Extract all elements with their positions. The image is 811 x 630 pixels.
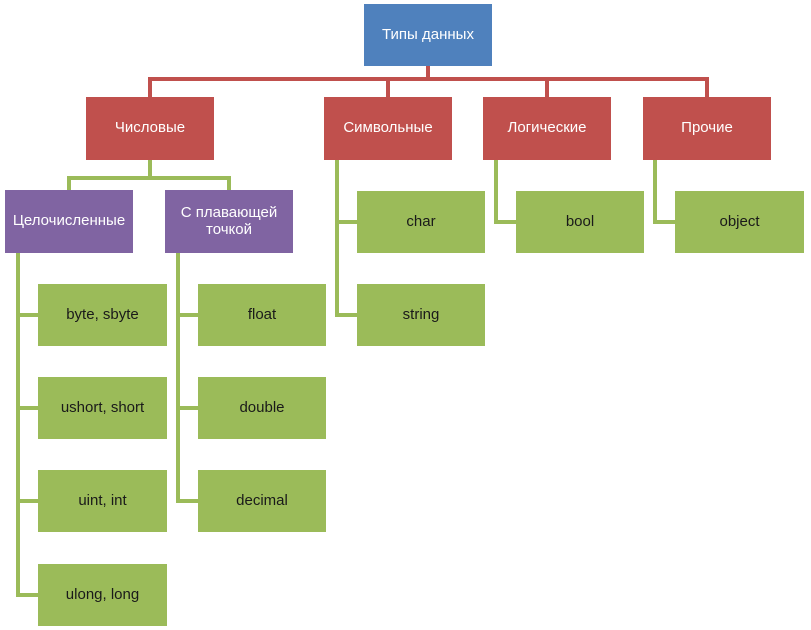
type-string: string	[357, 284, 485, 346]
subcategory-floating-point: С плавающей точкой	[165, 190, 293, 253]
type-double: double	[198, 377, 326, 439]
root-node: Типы данных	[364, 4, 492, 66]
connector-bool-spine	[494, 158, 518, 224]
type-decimal: decimal	[198, 470, 326, 532]
type-bool: bool	[516, 191, 644, 253]
type-object: object	[675, 191, 804, 253]
category-numeric: Числовые	[86, 97, 214, 160]
category-other: Прочие	[643, 97, 771, 160]
category-bool: Логические	[483, 97, 611, 160]
type-float: float	[198, 284, 326, 346]
type-uint-int: uint, int	[38, 470, 167, 532]
type-ushort-short: ushort, short	[38, 377, 167, 439]
type-char: char	[357, 191, 485, 253]
type-ulong-long: ulong, long	[38, 564, 167, 626]
subcategory-integer: Целочисленные	[5, 190, 133, 253]
connector-other-spine	[653, 158, 677, 224]
category-char: Символьные	[324, 97, 452, 160]
type-byte-sbyte: byte, sbyte	[38, 284, 167, 346]
